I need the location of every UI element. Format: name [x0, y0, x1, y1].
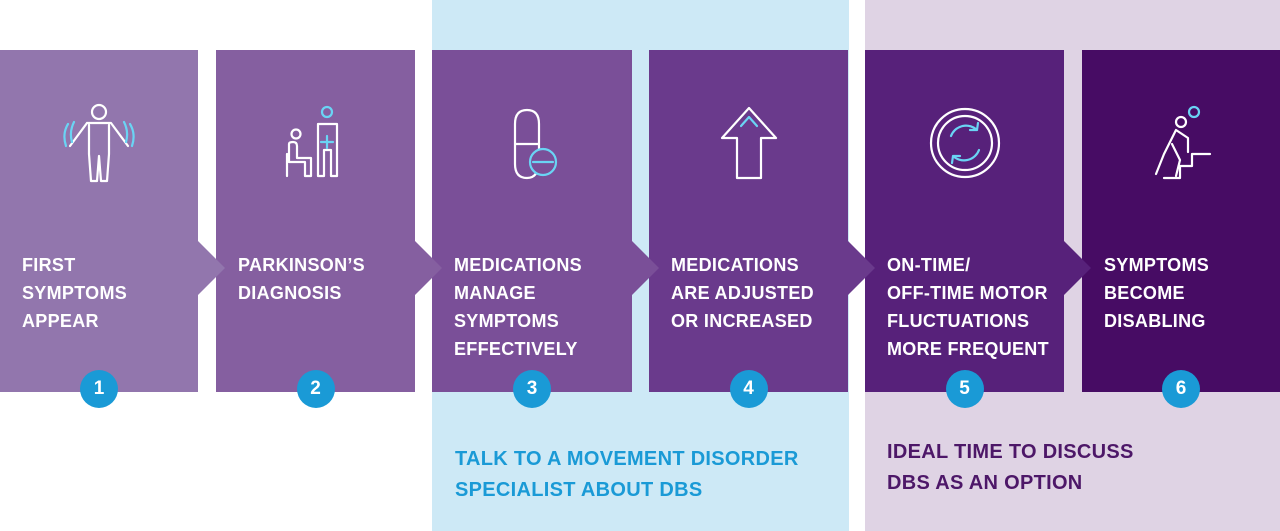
- pill-icon: [432, 98, 632, 188]
- step-1-label: FIRST SYMPTOMS APPEAR: [22, 255, 128, 331]
- up-arrow-icon: [649, 98, 848, 188]
- step-5-number-badge: 5: [945, 370, 984, 408]
- step-1-number-badge: 1: [80, 370, 118, 408]
- step-5-panel: [865, 50, 1064, 392]
- person-on-stairs-icon: [1082, 98, 1280, 188]
- step-4-chevron: [848, 241, 875, 295]
- step-3-label: MEDICATIONS MANAGE SYMPTOMS EFFECTIVELY: [454, 255, 582, 359]
- step-6-panel: [1082, 50, 1280, 392]
- step-5: ON-TIME/ OFF-TIME MOTOR FLUCTUATIONS MOR…: [865, 50, 1091, 408]
- step-1-panel: [0, 50, 198, 392]
- step-6-number-badge: 6: [1162, 370, 1200, 408]
- step-2-label: PARKINSON’S DIAGNOSIS: [238, 255, 365, 303]
- step-2: PARKINSON’S DIAGNOSIS 2: [216, 50, 442, 408]
- step-5-chevron: [1064, 241, 1091, 295]
- specialist-note: TALK TO A MOVEMENT DISORDER SPECIALIST A…: [455, 448, 799, 501]
- cycle-arrows-icon: [865, 98, 1064, 188]
- step-1-chevron: [198, 241, 225, 295]
- step-1: FIRST SYMPTOMS APPEAR 1: [0, 50, 225, 408]
- step-3: MEDICATIONS MANAGE SYMPTOMS EFFECTIVELY …: [432, 50, 659, 408]
- step-3-chevron: [632, 241, 659, 295]
- step-4: MEDICATIONS ARE ADJUSTED OR INCREASED 4: [649, 50, 875, 408]
- step-2-panel: [216, 50, 415, 392]
- step-3-number-badge: 3: [513, 370, 551, 408]
- step-6: SYMPTOMS BECOME DISABLING 6: [1082, 50, 1280, 408]
- step-4-number-badge: 4: [729, 370, 768, 408]
- ideal-time-note: IDEAL TIME TO DISCUSS DBS AS AN OPTION: [887, 441, 1134, 494]
- doctor-patient-icon: [216, 98, 415, 188]
- step-6-label: SYMPTOMS BECOME DISABLING: [1104, 255, 1210, 331]
- trembling-person-icon: [0, 98, 198, 188]
- step-5-label: ON-TIME/ OFF-TIME MOTOR FLUCTUATIONS MOR…: [887, 255, 1049, 359]
- step-3-panel: [432, 50, 632, 392]
- step-2-chevron: [415, 241, 442, 295]
- step-2-number-badge: 2: [296, 370, 335, 408]
- step-4-label: MEDICATIONS ARE ADJUSTED OR INCREASED: [671, 255, 814, 331]
